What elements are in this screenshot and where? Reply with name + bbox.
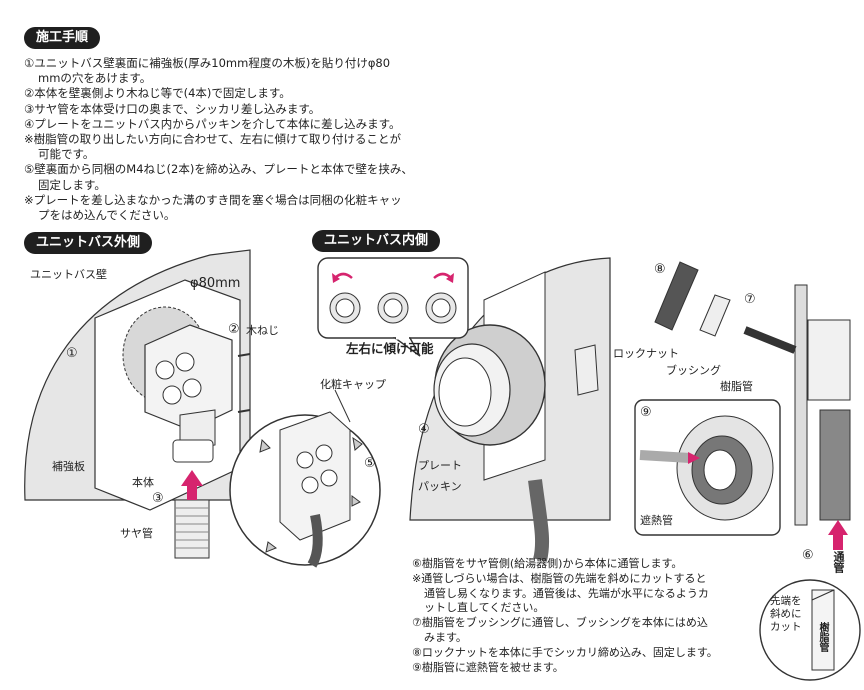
instruction-line: ⑧ロックナットを本体に手でシッカリ締め込み、固定します。 [412,645,718,659]
right-panel-illustration [634,261,861,681]
page-title: 施工手順 [24,27,101,49]
board-label: 補強板 [52,460,85,473]
wall-label: ユニットバス壁 [30,268,107,281]
instruction-line: 可能です。 [38,147,95,162]
outside-section-label: ユニットバス外側 [24,232,153,254]
body-label: 本体 [132,476,154,489]
resin-short-label: 樹脂管 [817,622,828,652]
instruction-line: みます。 [424,630,467,644]
step-number-6: ⑥ [802,548,814,563]
instruction-line: ①ユニットバス壁裏面に補強板(厚み10mm程度の木板)を貼り付けφ80 [24,56,391,70]
step-number-5: ⑤ [364,456,376,471]
step-number-8: ⑧ [654,262,666,277]
bushing-label: ブッシング [666,364,721,377]
instruction-line: ※樹脂管の取り出したい方向に合わせて、左右に傾けて取り付けることが [24,132,402,147]
insulation-label: 遮熱管 [640,514,673,527]
step-number-7: ⑦ [744,292,756,307]
step-number-1: ① [66,346,78,361]
instruction-line: ④プレートをユニットバス内からパッキンを介して本体に差し込みます。 [24,116,401,131]
step-number-3: ③ [152,491,164,506]
packing-label: パッキン [418,480,462,493]
tilt-label: 左右に傾け可能 [346,341,434,356]
instruction-line: ⑥樹脂管をサヤ管側(給湯器側)から本体に通管します。 [412,557,683,570]
cut-label: 先端を 斜めに カット [770,595,802,633]
step-number-9: ⑨ [640,405,652,420]
cap-label: 化粧キャップ [320,378,386,391]
outside-wall-illustration [24,249,251,559]
inside-section-label: ユニットバス内側 [312,230,441,252]
screw-label: 木ねじ [246,324,279,337]
locknut-label: ロックナット [613,347,679,360]
instruction-list-2: ⑥樹脂管をサヤ管側(給湯器側)から本体に通管します。※通管しづらい場合は、樹脂管… [412,557,757,675]
cap-detail-illustration [229,389,381,568]
instruction-line: ③サヤ管を本体受け口の奥まで、シッカリ差し込みます。 [24,101,321,116]
instruction-line: ⑨樹脂管に遮熱管を被せます。 [412,660,564,674]
instruction-line: ⑤壁裏面から同梱のM4ねじ(2本)を締め込み、プレートと本体で壁を挟み、 [24,162,413,177]
instruction-line: ⑦樹脂管をブッシングに通管し、ブッシングを本体にはめ込 [412,616,708,630]
tilt-callout [317,257,469,357]
step-number-4: ④ [418,422,430,437]
inside-wall-illustration [409,257,611,562]
plate-label: プレート [418,459,462,472]
instruction-line: 固定します。 [38,177,106,192]
instruction-line: ②本体を壁裏側より木ねじ等で(4本)で固定します。 [24,86,291,101]
step-number-2: ② [228,322,240,337]
instruction-line: プをはめ込んでください。 [38,208,176,223]
hole-size-label: φ80mm [190,276,241,291]
instruction-line: 通管し易くなります。通管後は、先端が水平になるようカ [424,586,709,600]
pass-through-label: 通管 [832,551,845,573]
resin-pipe-label: 樹脂管 [720,380,753,393]
instruction-line: ットし直してください。 [424,601,545,615]
instruction-line: ※通管しづらい場合は、樹脂管の先端を斜めにカットすると [412,571,707,585]
instruction-line: mmの穴をあけます。 [38,71,152,86]
sleeve-label: サヤ管 [120,527,153,540]
instruction-line: ※プレートを差し込まなかった溝のすき間を塞ぐ場合は同梱の化粧キャッ [24,192,402,207]
